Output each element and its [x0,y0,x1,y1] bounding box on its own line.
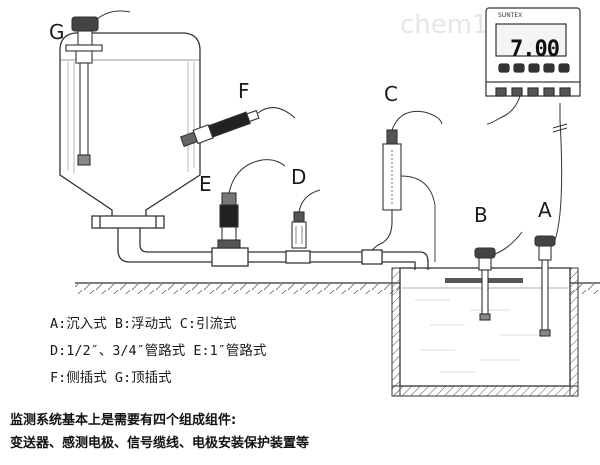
label-a: A [538,198,552,222]
sensor-d [291,211,307,249]
label-g: G [49,20,65,44]
main-pipe [117,228,429,270]
ground [75,282,600,294]
sensor-c [371,129,436,262]
sensor-a [534,235,556,337]
meter-reading: 7.00 [510,37,560,62]
label-f: F [238,79,250,103]
sensor-f [179,109,260,148]
sensor-b [474,247,496,321]
meter-brand: SUNTEX [498,12,523,19]
label-d: D [291,165,307,189]
storage-tank [59,32,201,229]
tank-shading [67,62,195,174]
sensor-g [65,16,103,166]
label-e: E [199,172,212,196]
transmitter-meter [485,7,581,97]
sensor-e [217,192,241,249]
legend-row-1: A:沉入式 B:浮动式 C:引流式 [50,316,237,332]
caption-line-2: 变送器、感测电极、信号缆线、电极安装保护装置等 [10,436,310,451]
label-c: C [384,82,398,106]
label-b: B [474,203,488,227]
legend-row-3: F:侧插式 G:顶插式 [50,370,172,386]
legend-row-2: D:1/2″、3/4″管路式 E:1″管路式 [50,343,267,359]
caption-line-1: 监测系统基本上是需要有四个组成组件: [10,413,237,428]
